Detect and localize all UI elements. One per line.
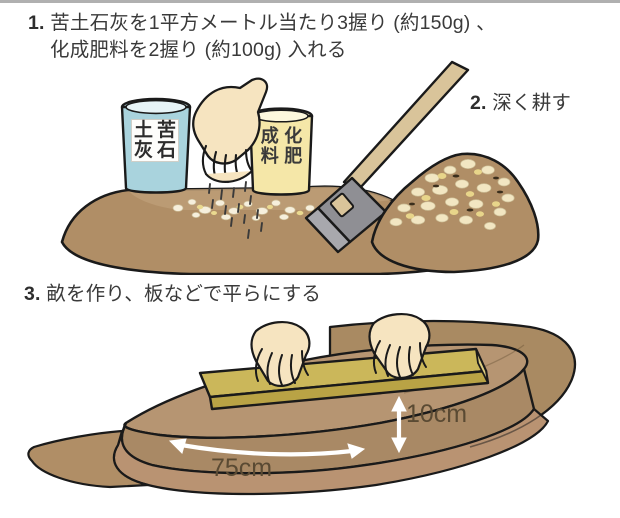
raised-bed-illustration <box>27 313 577 496</box>
step-1-line-1: 苦土石灰を1平方メートル当たり3握り (約150g) 、 <box>50 12 496 34</box>
bed-width-arrow <box>168 438 366 459</box>
lime-char-1: 苦 <box>156 119 176 141</box>
right-hand-on-board <box>368 313 431 379</box>
step-1-heading: 1. 苦土石灰を1平方メートル当たり3握り (約150g) 、 化成肥料を2握り… <box>28 10 496 64</box>
step-2-number: 2. <box>470 92 487 114</box>
hoe-tool <box>304 60 470 254</box>
fert-char-4: 料 <box>260 146 279 167</box>
bed-height-label: 10cm <box>406 400 468 428</box>
fertilizer-granules-left <box>172 198 347 221</box>
step-3-line-1: 畝を作り、板などで平らにする <box>46 283 322 305</box>
falling-granules <box>208 181 263 239</box>
step-3-heading: 3. 畝を作り、板などで平らにする <box>24 281 321 308</box>
dolomitic-lime-label: 苦 土 石 灰 <box>131 119 179 162</box>
top-edge-band <box>0 0 620 3</box>
compound-fertilizer-label: 化 成 肥 料 <box>258 126 305 168</box>
lime-char-2: 土 <box>133 119 153 141</box>
soil-mound-granules <box>389 159 515 230</box>
lime-char-4: 灰 <box>133 139 153 161</box>
step-2-heading: 2. 深く耕す <box>470 90 571 117</box>
hoe-collar <box>329 192 355 218</box>
left-hand-on-board <box>250 321 311 387</box>
sprinkling-hand <box>192 77 269 184</box>
lime-char-3: 石 <box>156 139 176 161</box>
step-1-line-2: 化成肥料を2握り (約100g) 入れる <box>50 39 347 61</box>
bed-width-label: 75cm <box>211 454 273 482</box>
fert-char-1: 化 <box>284 126 303 147</box>
fert-char-2: 成 <box>260 126 279 147</box>
fert-char-3: 肥 <box>284 146 303 167</box>
bed-height-arrow <box>391 395 407 454</box>
top-scene-illustration <box>60 60 540 275</box>
step-3-number: 3. <box>24 283 41 305</box>
step-1-number: 1. <box>28 12 45 34</box>
step-2-line-1: 深く耕す <box>492 92 572 114</box>
